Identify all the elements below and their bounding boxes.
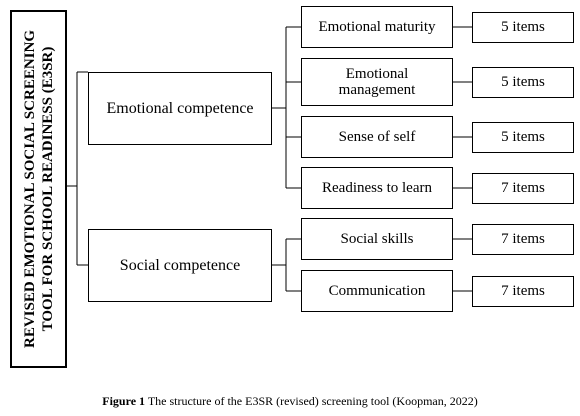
domain-box-emotional-management: Emotional management xyxy=(301,58,453,106)
domain-box-social-skills: Social skills xyxy=(301,218,453,260)
domain-box-readiness-to-learn: Readiness to learn xyxy=(301,167,453,209)
items-box: 7 items xyxy=(472,224,574,255)
figure-caption: Figure 1 The structure of the E3SR (revi… xyxy=(0,394,580,409)
items-box: 7 items xyxy=(472,276,574,307)
domain-label: Emotional management xyxy=(338,65,416,99)
figure-label: Figure 1 xyxy=(102,394,146,408)
domain-box-emotional-maturity: Emotional maturity xyxy=(301,6,453,48)
items-box: 5 items xyxy=(472,122,574,153)
domain-label: Social skills xyxy=(340,230,414,247)
social-competence-box: Social competence xyxy=(88,229,272,302)
domain-box-sense-of-self: Sense of self xyxy=(301,116,453,158)
root-label: REVISED EMOTIONAL SOCIAL SCREENING TOOL … xyxy=(21,30,56,348)
items-count: 7 items xyxy=(501,180,545,197)
items-box: 7 items xyxy=(472,173,574,204)
domain-label: Communication xyxy=(328,282,426,299)
domain-label: Emotional maturity xyxy=(318,18,436,35)
caption-text: The structure of the E3SR (revised) scre… xyxy=(145,394,478,408)
domain-box-communication: Communication xyxy=(301,270,453,312)
items-count: 5 items xyxy=(501,74,545,91)
emotional-competence-box: Emotional competence xyxy=(88,72,272,145)
root-box: REVISED EMOTIONAL SOCIAL SCREENING TOOL … xyxy=(10,10,67,368)
items-box: 5 items xyxy=(472,67,574,98)
emotional-competence-label: Emotional competence xyxy=(106,99,254,117)
items-count: 5 items xyxy=(501,19,545,36)
items-count: 5 items xyxy=(501,129,545,146)
items-count: 7 items xyxy=(501,231,545,248)
domain-label: Readiness to learn xyxy=(322,179,432,196)
items-box: 5 items xyxy=(472,12,574,43)
domain-label: Sense of self xyxy=(338,128,416,145)
social-competence-label: Social competence xyxy=(119,256,241,274)
items-count: 7 items xyxy=(501,283,545,300)
